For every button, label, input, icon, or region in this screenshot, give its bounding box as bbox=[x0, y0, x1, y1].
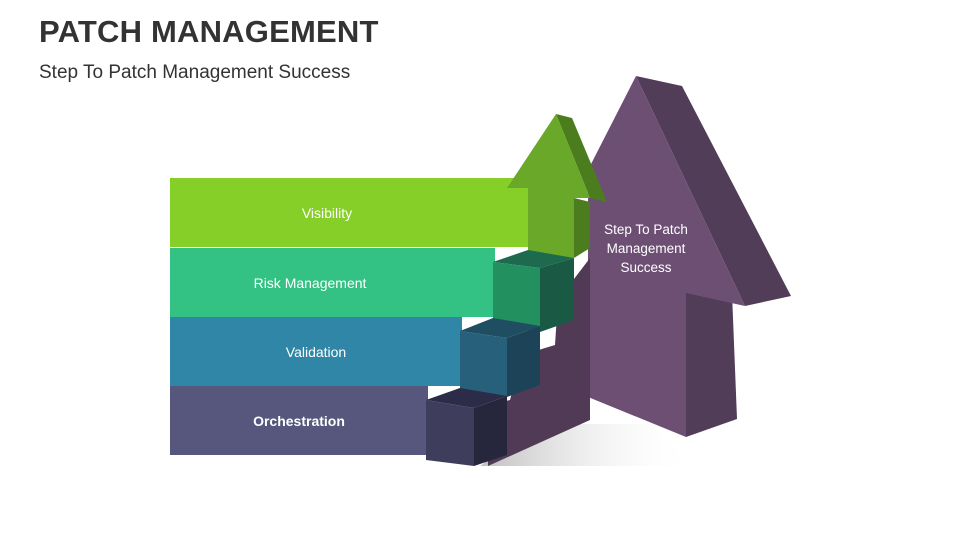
house-front bbox=[588, 76, 745, 437]
arrow-shaft-side bbox=[574, 198, 590, 258]
step-band-visibility: Visibility bbox=[170, 178, 528, 247]
house-shape bbox=[588, 76, 791, 437]
step-label-orchestration: Orchestration bbox=[253, 412, 345, 429]
step-band-validation: Validation bbox=[170, 317, 462, 386]
up-arrow-icon bbox=[507, 114, 607, 258]
step-label-risk-management: Risk Management bbox=[253, 274, 367, 291]
step-band-orchestration: Orchestration bbox=[170, 386, 428, 455]
step-label-visibility: Visibility bbox=[301, 204, 353, 221]
stair-step-risk-management bbox=[493, 250, 574, 332]
house-wall-side bbox=[686, 293, 737, 437]
step-band-risk-management: Risk Management bbox=[170, 248, 495, 317]
step-label-validation: Validation bbox=[285, 343, 347, 360]
house-roof-side bbox=[636, 76, 791, 306]
page-subtitle: Step To Patch Management Success bbox=[39, 62, 351, 83]
arrow-front bbox=[507, 114, 590, 258]
page-title: PATCH MANAGEMENT bbox=[39, 14, 379, 49]
stair-step-orchestration bbox=[426, 388, 507, 466]
house-label: Step To Patch Management Success bbox=[604, 222, 688, 275]
stair-step-validation bbox=[460, 318, 540, 397]
arrow-side bbox=[556, 114, 607, 202]
